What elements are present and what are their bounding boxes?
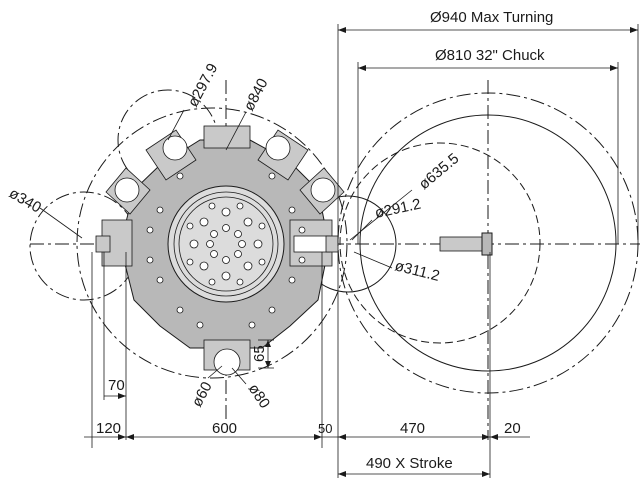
chuck-label: Ø810 32" Chuck bbox=[435, 47, 545, 64]
turret-swing-circle bbox=[76, 107, 348, 379]
dim-65 bbox=[258, 339, 274, 369]
dim-70 bbox=[103, 252, 127, 440]
bottom-dim-chain bbox=[84, 252, 530, 478]
dim-chuck bbox=[357, 62, 619, 244]
d-291-2-label: ø291.2 bbox=[373, 196, 422, 222]
d-635-5-label: ø635.5 bbox=[416, 150, 463, 193]
d-840-label: ø840 bbox=[241, 76, 272, 114]
d-80-label: ø80 bbox=[245, 381, 274, 412]
leader-291 bbox=[351, 219, 373, 241]
leader-297 bbox=[167, 109, 185, 141]
d-120-label: 120 bbox=[96, 420, 121, 437]
leader-80 bbox=[231, 367, 247, 385]
dim-max-turning bbox=[337, 24, 639, 246]
chuck-inner-circle bbox=[339, 142, 541, 344]
d-50-label: 50 bbox=[318, 421, 332, 436]
leader-60 bbox=[207, 365, 223, 379]
x-stroke-label: 490 X Stroke bbox=[366, 455, 453, 472]
d-70-label: 70 bbox=[108, 377, 125, 394]
d-340-label: ø340 bbox=[6, 185, 44, 217]
d-470-label: 470 bbox=[400, 420, 425, 437]
leader-311 bbox=[353, 251, 393, 269]
d-60-label: ø60 bbox=[189, 379, 216, 410]
chuck-jaw bbox=[439, 232, 493, 256]
leader-340 bbox=[39, 207, 83, 239]
d-600-label: 600 bbox=[212, 420, 237, 437]
leader-840 bbox=[225, 111, 247, 151]
d-65-label: 65 bbox=[251, 345, 268, 362]
turret-body bbox=[95, 125, 345, 376]
d-311-2-label: ø311.2 bbox=[393, 257, 441, 285]
max-turning-label: Ø940 Max Turning bbox=[430, 9, 553, 26]
d-20-label: 20 bbox=[504, 420, 521, 437]
d-297-9-label: ø297.9 bbox=[185, 61, 222, 110]
